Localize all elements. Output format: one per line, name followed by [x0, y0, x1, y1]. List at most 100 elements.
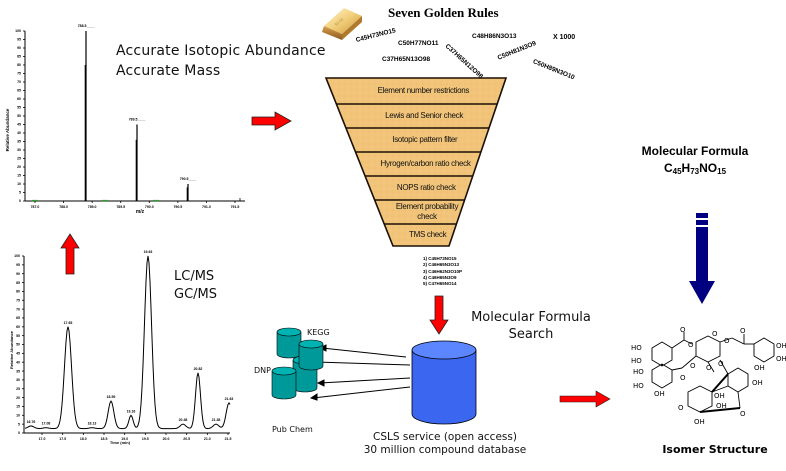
ms-y-tick-label: 50: [17, 114, 21, 118]
lc-peak-label: 17.65: [64, 321, 73, 325]
ms-caption-line2: Accurate Mass: [116, 63, 221, 79]
formula-tag: C50H89N3O10: [531, 58, 576, 82]
atom-label: HO: [633, 368, 644, 376]
formula-search-line2: Search: [508, 327, 554, 342]
lc-y-tick-label: 70: [16, 307, 20, 311]
arrow-down-navy-icon: [689, 227, 715, 304]
arrow-down-to-search: [429, 295, 449, 335]
ms-y-tick-label: 10: [17, 182, 21, 186]
atom-label: O: [680, 374, 686, 382]
candidate-list: 1) C45H73NO15 2) C46H65N3O13 3) C46H62N3…: [423, 256, 462, 287]
lc-peak-label: 19.63: [144, 250, 153, 254]
candidate-item: 1) C45H73NO15: [423, 256, 457, 261]
chromatogram-trace: [24, 255, 231, 430]
formula-element: N: [699, 161, 708, 175]
filter-step: NOPS ratio check: [396, 183, 456, 192]
filter-step: Hyrogen/carbon ratio check: [380, 159, 471, 168]
ms-y-tick-label: 0: [19, 199, 21, 203]
lc-y-tick-label: 90: [16, 272, 20, 276]
arrow-right-icon: [251, 111, 292, 131]
csls-service-caption: CSLS service (open access) 30 million co…: [350, 431, 540, 457]
arrow-right-to-funnel: [251, 111, 292, 131]
filter-step: TMS check: [409, 230, 447, 239]
lc-x-tick-label: 19.5: [142, 437, 149, 441]
molecular-formula-title: Molecular Formula: [641, 144, 749, 158]
ms-y-tick-label: 40: [17, 131, 21, 135]
formula-tag: C37H65N13O98: [382, 56, 431, 63]
atom-label: O: [724, 337, 730, 345]
ms-y-tick-label: 65: [17, 89, 21, 93]
formula-search-line1: Molecular Formula: [471, 310, 591, 325]
lc-peak-label: 20.82: [194, 367, 203, 371]
db-label-dnp: DNP: [254, 366, 271, 375]
formula-tag: C37H65N12O98: [443, 42, 485, 81]
candidate-item: 3) C46H62N3O10P: [423, 268, 463, 274]
lc-y-tick-label: 75: [16, 298, 20, 302]
ms-y-tick-label: 15: [17, 174, 21, 178]
ms-y-tick-label: 85: [17, 55, 21, 59]
gold-bar-label: 50.00: [334, 16, 345, 27]
filter-step: Element number restrictions: [377, 86, 470, 95]
arrow-right-to-isomer: [559, 390, 611, 408]
atom-label: OH: [752, 379, 763, 387]
ms-y-tick-label: 70: [17, 80, 21, 84]
ms-y-tick-label: 60: [17, 97, 21, 101]
formula-tag: C50H81N3O9: [496, 39, 538, 62]
arrow-down-to-isomer: [689, 213, 715, 304]
db-label-pubchem: Pub Chem: [272, 425, 313, 434]
ms-y-tick-label: 20: [17, 165, 21, 169]
formula-element: H: [681, 161, 691, 175]
ms-y-tick-label: 75: [17, 72, 21, 76]
external-databases-icon: [271, 327, 324, 400]
lc-y-tick-label: 20: [16, 396, 20, 400]
lc-y-tick-label: 35: [16, 369, 20, 373]
lc-x-tick-label: 20.0: [163, 437, 170, 441]
atom-label: OH: [714, 392, 725, 400]
lc-y-tick-label: 10: [16, 414, 20, 418]
lc-peak-label: 19.16: [127, 409, 136, 413]
formula-count: 73: [690, 167, 700, 176]
isomer-structure-title: Isomer Structure: [662, 443, 768, 456]
atom-label: O: [678, 404, 684, 412]
mass-spectrum-chart: Relative Abundance 051015202530354045505…: [5, 24, 245, 215]
arrow-right-icon: [559, 390, 611, 408]
csls-database-icon: [411, 340, 477, 425]
lc-peak-label: 16.76: [27, 420, 36, 424]
filter-step: Lewis and Senior check: [385, 111, 464, 120]
atom-label: O: [740, 410, 746, 418]
molecular-formula-block: Molecular Formula C45H73NO15: [620, 143, 770, 180]
lc-x-tick-label: 20.5: [183, 437, 190, 441]
atom-label: O: [712, 330, 718, 338]
ms-caption-line1: Accurate Isotopic Abundance: [116, 43, 326, 59]
db-label-kegg: KEGG: [307, 328, 330, 337]
ms-caption: Accurate Isotopic Abundance Accurate Mas…: [116, 41, 326, 81]
lc-x-tick-label: 21.0: [204, 437, 211, 441]
lc-y-tick-label: 5: [18, 422, 20, 426]
arrow-up-icon: [60, 233, 80, 275]
atom-label: OH: [754, 364, 765, 372]
atom-label: OH: [716, 402, 727, 410]
lc-y-tick-label: 60: [16, 325, 20, 329]
multiplier-label: X 1000: [553, 34, 576, 41]
lc-y-tick-label: 80: [16, 290, 20, 294]
lc-peak-label: 18.13: [88, 422, 97, 426]
ms-y-tick-label: 25: [17, 157, 21, 161]
lc-peak-label: 21.63: [225, 397, 234, 401]
atom-label: O: [680, 326, 686, 334]
ms-y-tick-label: 30: [17, 148, 21, 152]
ms-x-tick-label: 790.0: [145, 205, 154, 209]
atom-label: O: [688, 341, 694, 349]
atom-label: HO: [631, 344, 642, 352]
lc-y-tick-label: 50: [16, 343, 20, 347]
ms-y-tick-label: 55: [17, 106, 21, 110]
ms-peak-label: 790.5____: [180, 177, 197, 181]
ms-x-tick-label: 789.5: [116, 205, 125, 209]
filter-step: Element probability check: [395, 202, 459, 221]
filter-funnel: [324, 77, 508, 247]
atom-label: OH: [776, 355, 786, 363]
candidate-item: 5) C47H65NO14: [423, 281, 457, 287]
lc-y-tick-label: 65: [16, 316, 20, 320]
ms-ylabel: Relative Abundance: [5, 108, 10, 151]
arrow-down-icon: [429, 295, 449, 335]
lc-peak-label: 17.08: [42, 422, 51, 426]
